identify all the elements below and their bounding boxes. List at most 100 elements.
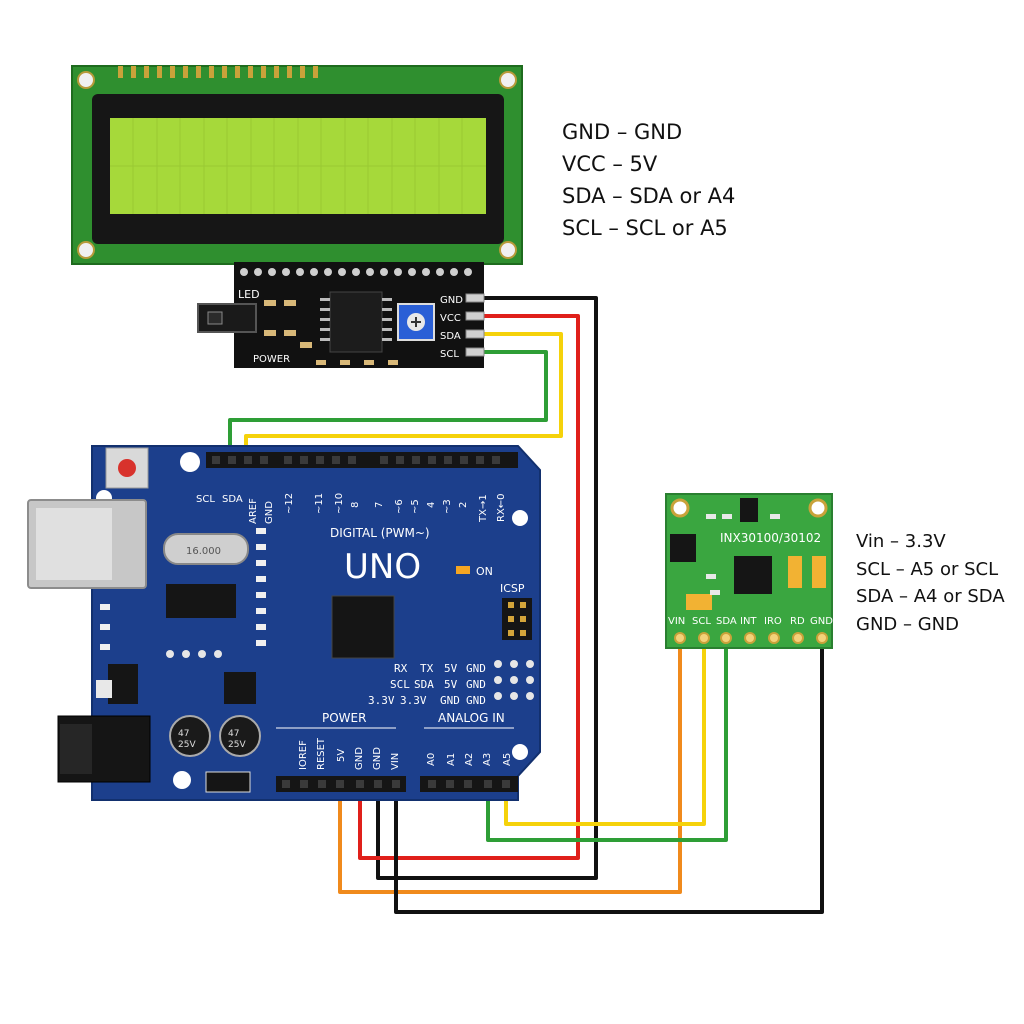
- sensor-pin-int: INT: [740, 616, 757, 627]
- backpack-pin-gnd: GND: [440, 295, 463, 306]
- svg-text:GND: GND: [466, 662, 486, 675]
- wires: [228, 296, 824, 914]
- analog-pin-a1: A1: [446, 753, 457, 766]
- on-label: ON: [476, 565, 493, 578]
- pin-label-tx1: TX→1: [478, 494, 489, 523]
- microcontroller-chip: [331, 595, 395, 659]
- digital-label: DIGITAL (PWM~): [330, 526, 430, 540]
- icsp-header: [502, 598, 532, 640]
- board-name: UNO: [344, 547, 421, 587]
- icsp-label: ICSP: [500, 582, 525, 595]
- sensor-pin-gnd: GND: [810, 616, 833, 627]
- crystal: [163, 533, 249, 565]
- svg-text:TX: TX: [420, 662, 434, 675]
- pin-label-4: 4: [426, 502, 437, 508]
- svg-text:GND: GND: [466, 694, 486, 707]
- lcd-legend-line: VCC – 5V: [562, 152, 658, 176]
- pin-label-rx0: RX←0: [496, 493, 507, 522]
- lcd-legend-line: GND – GND: [562, 120, 683, 144]
- sensor-pin-vin: VIN: [668, 616, 685, 627]
- sensor-pin-sda: SDA: [716, 616, 737, 627]
- svg-text:47: 47: [228, 729, 239, 739]
- pin-label-10: ~10: [334, 493, 345, 514]
- power-pin-ioref: IOREF: [298, 740, 309, 770]
- pin-label-5: ~5: [410, 499, 421, 514]
- svg-text:25V: 25V: [178, 740, 196, 750]
- pin-label-11: ~11: [314, 493, 325, 514]
- backpack-header-holes: [240, 268, 472, 276]
- i2c-backpack: LED POWER GND VCC SDA SCL: [197, 262, 485, 368]
- lcd-legend-line: SCL – SCL or A5: [562, 216, 728, 240]
- svg-text:47: 47: [178, 729, 189, 739]
- sensor-pin-scl: SCL: [692, 616, 711, 627]
- sensor-title: INX30100/30102: [720, 531, 821, 545]
- svg-text:SCL: SCL: [390, 678, 410, 691]
- wire-sensor-gnd: [394, 640, 824, 914]
- power-pin-gnd1: GND: [354, 747, 365, 770]
- pin-label-2: 2: [458, 502, 469, 508]
- capacitor-2: [219, 715, 261, 757]
- svg-text:3.3V: 3.3V: [368, 694, 395, 707]
- max30102-sensor: INX30100/30102 VIN SCL SDA INT IRO RD GN…: [665, 493, 833, 649]
- wire-sensor-scl: [504, 640, 706, 826]
- wire-sensor-sda: [486, 640, 728, 842]
- wire-lcd-sda: [244, 332, 563, 460]
- sensor-legend-line: Vin – 3.3V: [856, 531, 946, 552]
- sensor-pin-holes: [674, 632, 828, 644]
- analog-pin-a5: A5: [502, 753, 513, 766]
- wire-sensor-vin: [338, 640, 682, 894]
- svg-text:3.3V: 3.3V: [400, 694, 427, 707]
- power-pin-vin: VIN: [390, 753, 401, 770]
- svg-text:SDA: SDA: [414, 678, 434, 691]
- sensor-wiring-legend: Vin – 3.3V SCL – A5 or SCL SDA – A4 or S…: [856, 528, 1005, 638]
- lcd-top-pins: [118, 66, 318, 78]
- digital-header: [206, 452, 518, 468]
- wire-lcd-vcc: [358, 314, 580, 860]
- backpack-pin-vcc: VCC: [440, 313, 461, 324]
- svg-text:5V: 5V: [444, 662, 458, 675]
- pin-label-sda: SDA: [222, 494, 243, 505]
- crystal-label: 16.000: [186, 546, 221, 557]
- lcd-legend-line: SDA – SDA or A4: [562, 184, 736, 208]
- analog-pin-a0: A0: [426, 753, 437, 766]
- pin-table: RX TX 5V GND SCL SDA 5V GND 3.3V 3.3V GN…: [368, 662, 486, 707]
- power-pin-gnd2: GND: [372, 747, 383, 770]
- pin-label-12: ~12: [284, 493, 295, 514]
- led-label: LED: [238, 288, 260, 301]
- svg-text:5V: 5V: [444, 678, 458, 691]
- backpack-pin-scl: SCL: [440, 349, 459, 360]
- pin-label-gnd: GND: [264, 501, 275, 524]
- power-section-label: POWER: [322, 711, 366, 725]
- power-label: POWER: [253, 354, 290, 365]
- pin-label-3: ~3: [442, 499, 453, 514]
- svg-text:RX: RX: [394, 662, 408, 675]
- svg-text:GND: GND: [466, 678, 486, 691]
- analog-section-label: ANALOG IN: [438, 711, 505, 725]
- pin-label-aref: AREF: [248, 498, 259, 524]
- power-pin-5v: 5V: [336, 749, 347, 762]
- sensor-chip: [734, 556, 772, 594]
- pin-label-8: 8: [350, 502, 361, 508]
- sensor-pin-rd: RD: [790, 616, 805, 627]
- pin-label-scl: SCL: [196, 494, 215, 505]
- svg-text:25V: 25V: [228, 740, 246, 750]
- sensor-pin-iro: IRO: [764, 616, 782, 627]
- svg-text:GND: GND: [440, 694, 460, 707]
- backpack-output-pins: [465, 293, 485, 357]
- wire-lcd-scl: [228, 350, 548, 460]
- backpack-pin-sda: SDA: [440, 331, 461, 342]
- power-pin-reset: RESET: [316, 737, 327, 770]
- backpack-ic: [329, 291, 383, 353]
- pin-label-6: ~6: [394, 499, 405, 514]
- sensor-legend-line: GND – GND: [856, 613, 959, 635]
- analog-pin-a2: A2: [464, 753, 475, 766]
- led-jumper: [197, 303, 257, 333]
- analog-pin-a3: A3: [482, 753, 493, 766]
- capacitor-1: [169, 715, 211, 757]
- wire-lcd-gnd: [376, 296, 598, 880]
- sensor-legend-line: SCL – A5 or SCL: [856, 558, 999, 580]
- sensor-legend-line: SDA – A4 or SDA: [856, 586, 1005, 607]
- lcd-module: [71, 65, 523, 265]
